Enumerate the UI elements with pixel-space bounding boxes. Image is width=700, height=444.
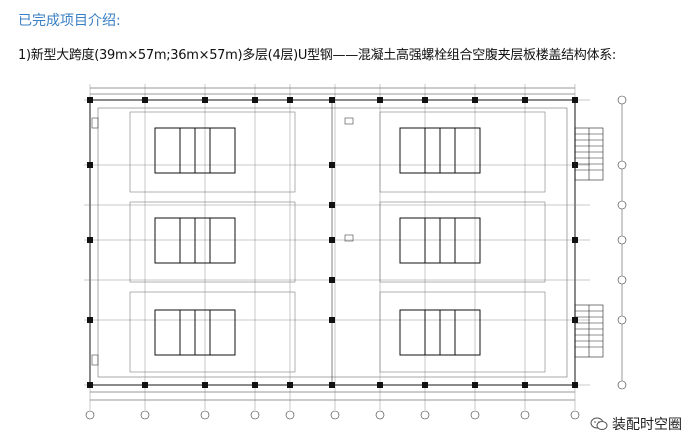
structural-columns (87, 97, 578, 388)
right-bay-zones (379, 111, 546, 373)
axis-bubbles-right (617, 95, 627, 390)
top-dimension-lines (90, 87, 575, 95)
floor-plan-drawing (84, 84, 627, 420)
annotation-marks (91, 117, 354, 366)
stair-core-top (574, 127, 604, 181)
building-inner-outline (97, 107, 568, 378)
vertical-grid-lines (89, 84, 576, 410)
left-court-blocks (154, 127, 236, 356)
watermark: 装配时空圈 (590, 414, 682, 434)
project-description: 1)新型大跨度(39m×57m;36m×57m)多层(4层)U型钢——混凝土高强… (18, 48, 616, 63)
horizontal-grid-lines (84, 99, 590, 386)
wechat-icon (590, 417, 608, 431)
stair-core-bottom (574, 304, 604, 358)
watermark-text: 装配时空圈 (612, 417, 682, 433)
bottom-dimension-lines (90, 391, 575, 401)
right-court-blocks (399, 127, 481, 356)
left-bay-zones (129, 111, 296, 373)
section-heading: 已完成项目介绍: (18, 13, 121, 29)
axis-bubbles-bottom (85, 410, 580, 420)
